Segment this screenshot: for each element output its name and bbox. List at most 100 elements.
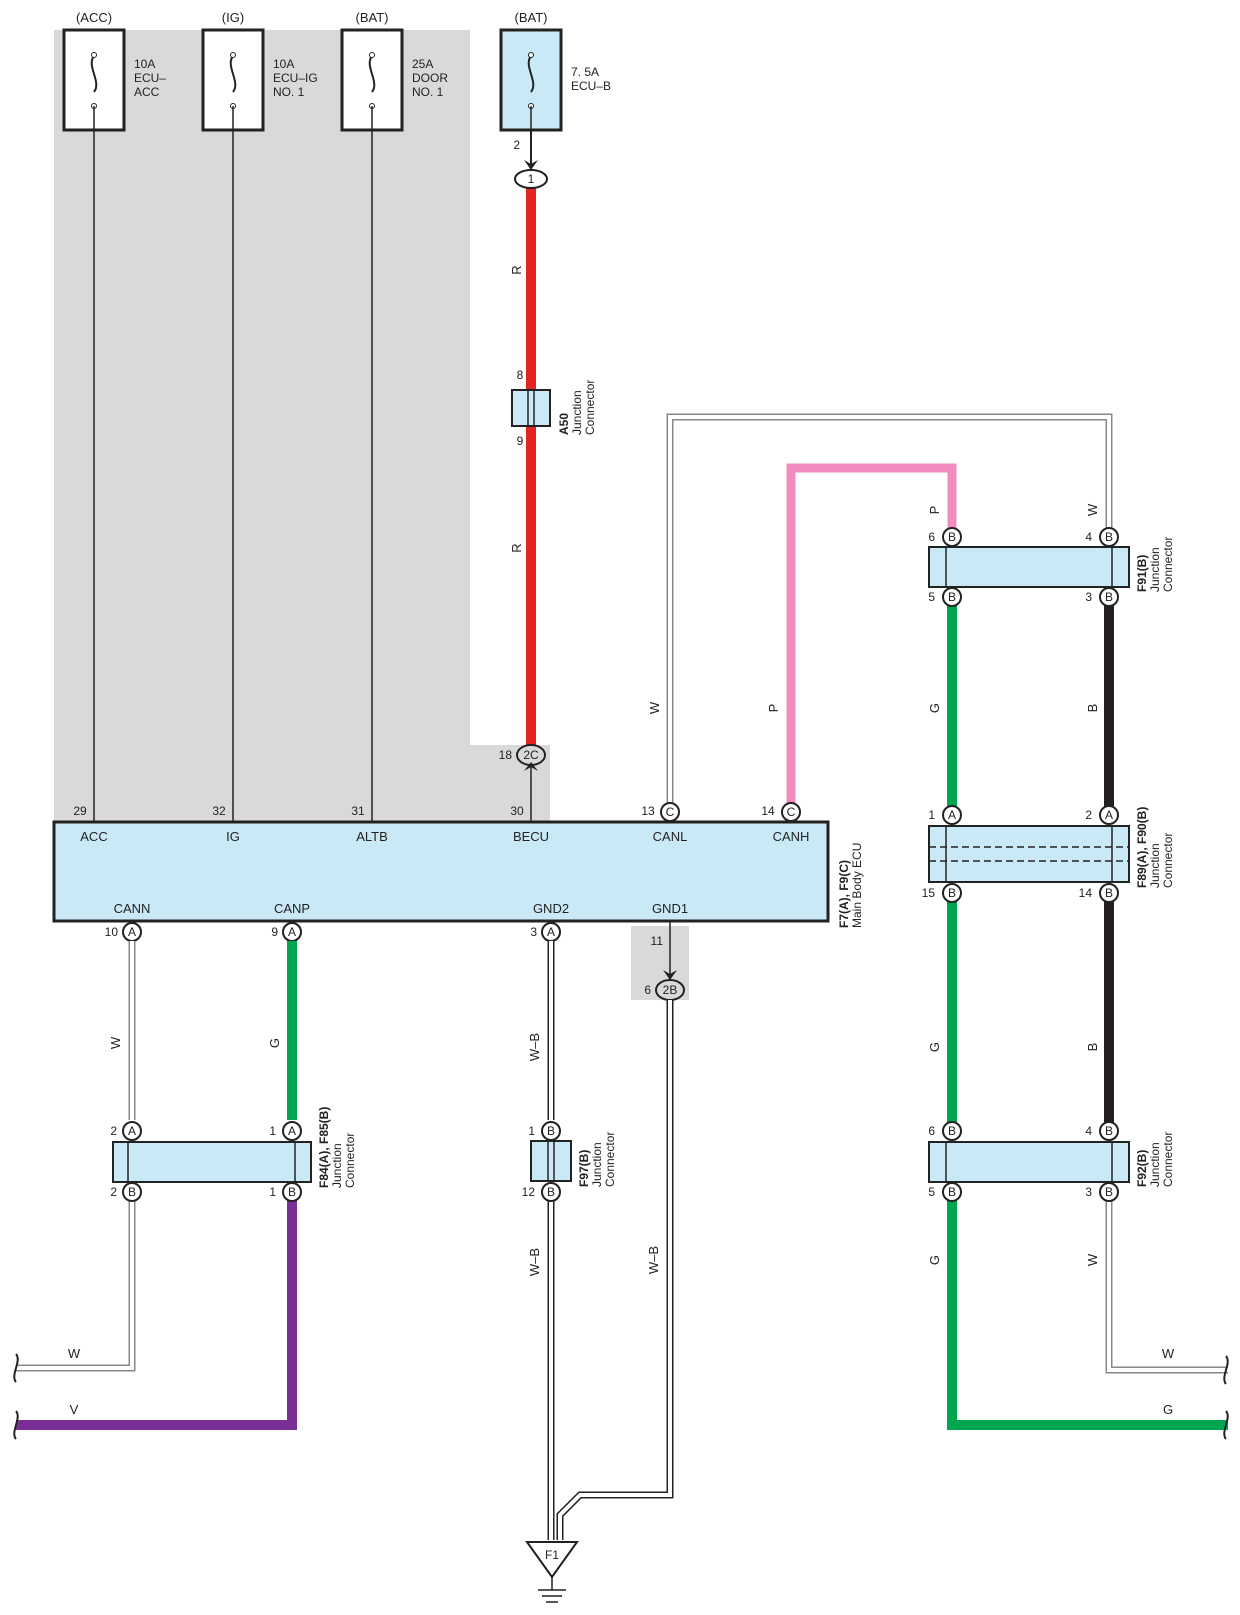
svg-text:Connector: Connector	[603, 1132, 617, 1187]
svg-text:A: A	[288, 1124, 296, 1138]
svg-text:12: 12	[522, 1185, 536, 1199]
wire-green-low-label: G	[927, 1042, 942, 1052]
ground-f1[interactable]: F1	[525, 1541, 579, 1603]
svg-text:3: 3	[1085, 590, 1092, 604]
cann-canp-circuit: W G W V	[13, 941, 297, 1440]
wire-white-out-left[interactable]	[16, 1200, 136, 1372]
j1-arrow-icon	[524, 160, 538, 170]
junction-1[interactable]	[514, 169, 548, 189]
fuse-ig-rating: 10A	[273, 57, 294, 71]
a50-desc1: Junction	[570, 390, 584, 435]
connector-a50[interactable]: 8 9 A50 Junction Connector	[511, 368, 597, 448]
ecu-canh-terminal[interactable]	[781, 802, 801, 822]
wire-gnd2-upper-label: W–B	[527, 1033, 542, 1061]
wire-green-out-right[interactable]	[947, 1200, 1228, 1430]
svg-text:F84(A), F85(B): F84(A), F85(B)	[317, 1107, 331, 1188]
ecu-ig-label: IG	[226, 829, 240, 844]
ecu-cann-label: CANN	[114, 901, 151, 916]
svg-text:B: B	[948, 1185, 956, 1199]
wire-violet-out-left[interactable]	[16, 1200, 297, 1430]
main-body-ecu[interactable]: 29 32 31 30 13 14 C C ACC IG ALTB BECU C…	[52, 802, 864, 928]
svg-text:A: A	[1105, 808, 1113, 822]
connector-f84-f85[interactable]: A A B B 2 1 2 1 F84(A), F85(B) Junction …	[110, 1107, 357, 1202]
fuse-acc-source: (ACC)	[76, 10, 112, 25]
svg-text:B: B	[547, 1124, 555, 1138]
svg-text:Connector: Connector	[1161, 833, 1175, 888]
svg-text:C: C	[787, 805, 796, 819]
svg-text:6: 6	[928, 530, 935, 544]
break-icon-right-bottom	[1223, 1410, 1229, 1440]
fuse-door[interactable]: (BAT) 25A DOOR NO. 1	[340, 10, 448, 132]
a50-pin-bottom: 9	[517, 434, 524, 448]
connector-f92[interactable]: B B B B 6 4 5 3 F92(B) Junction Connecto…	[928, 1121, 1175, 1202]
ecu-canl-terminal[interactable]	[660, 802, 680, 822]
svg-text:14: 14	[761, 804, 775, 818]
junction-2b-pin: 6	[644, 983, 651, 997]
svg-text:A: A	[128, 1124, 136, 1138]
svg-text:1: 1	[528, 1124, 535, 1138]
svg-text:B: B	[1105, 1124, 1113, 1138]
a50-id: A50	[557, 413, 571, 435]
wire-violet-out-left-label: V	[70, 1402, 79, 1417]
ecu-becu-label: BECU	[513, 829, 549, 844]
wire-red-upper-label: R	[509, 265, 524, 274]
svg-text:13: 13	[641, 804, 655, 818]
wire-red-lower-label: R	[509, 543, 524, 552]
fuse-ecu-b[interactable]: (BAT) 7. 5A ECU–B	[499, 10, 611, 132]
svg-text:3: 3	[1085, 1185, 1092, 1199]
svg-text:B: B	[288, 1185, 296, 1199]
ground-triangle-icon	[525, 1541, 579, 1579]
connector-f91[interactable]: B B B B 6 4 5 3 F91(B) Junction Connecto…	[928, 527, 1175, 607]
svg-text:4: 4	[1085, 1124, 1092, 1138]
svg-text:5: 5	[928, 1185, 935, 1199]
canl-circuit: W	[647, 413, 1113, 810]
svg-text:A: A	[948, 808, 956, 822]
fuse-door-name1: DOOR	[412, 71, 448, 85]
shaded-power-region	[54, 30, 550, 822]
wire-canh-label: P	[766, 704, 781, 713]
svg-text:Junction: Junction	[1148, 843, 1162, 888]
wire-canh-pink[interactable]	[786, 463, 957, 810]
svg-text:B: B	[948, 590, 956, 604]
svg-text:B: B	[1105, 530, 1113, 544]
fuse-door-icon	[368, 55, 376, 93]
wire-white-out-right[interactable]	[1105, 1200, 1228, 1374]
svg-text:C: C	[666, 805, 675, 819]
a50-desc2: Connector	[583, 380, 597, 435]
fuse-ecu-b-name1: ECU–B	[571, 79, 611, 93]
a50-pin-top: 8	[517, 368, 524, 382]
svg-text:32: 32	[212, 804, 226, 818]
ecu-canp-label: CANP	[274, 901, 310, 916]
fuse-acc-icon	[90, 55, 98, 93]
wire-canl-white[interactable]	[666, 413, 1113, 810]
connector-f89-f90[interactable]: A A B B 1 2 15 14 F89(A), F90(B) Junctio…	[922, 805, 1175, 903]
fuse-ig-name2: NO. 1	[273, 85, 305, 99]
wire-green-out-label: G	[1163, 1402, 1173, 1417]
fuse-wires	[93, 106, 532, 822]
svg-text:1: 1	[269, 1185, 276, 1199]
fuse-acc[interactable]: (ACC) 10A ECU– ACC	[62, 10, 166, 132]
svg-text:30: 30	[510, 804, 524, 818]
svg-text:A: A	[288, 925, 296, 939]
gnd2-circuit: W–B W–B	[527, 941, 555, 1540]
fuse-acc-name2: ACC	[134, 85, 160, 99]
svg-text:14: 14	[1079, 886, 1093, 900]
break-icon-left-bottom	[13, 1410, 19, 1440]
right-wires: P W G B G B G G W W	[927, 503, 1229, 1440]
junction-2b-label: 2B	[663, 983, 678, 997]
fuse-door-name2: NO. 1	[412, 85, 444, 99]
svg-text:2: 2	[110, 1185, 117, 1199]
f92-green-label: G	[927, 1255, 942, 1265]
ecu-canh-label: CANH	[773, 829, 810, 844]
svg-text:F97(B): F97(B)	[577, 1150, 591, 1187]
fuse-door-rating: 25A	[412, 57, 433, 71]
wire-green-mid-label: G	[927, 703, 942, 713]
fuse-ecu-b-icon	[527, 55, 535, 93]
svg-text:Connector: Connector	[343, 1133, 357, 1188]
connector-f97[interactable]: B B 1 12 F97(B) Junction Connector	[522, 1121, 617, 1202]
svg-text:B: B	[1105, 590, 1113, 604]
svg-text:6: 6	[928, 1124, 935, 1138]
svg-text:B: B	[128, 1185, 136, 1199]
svg-text:B: B	[948, 886, 956, 900]
